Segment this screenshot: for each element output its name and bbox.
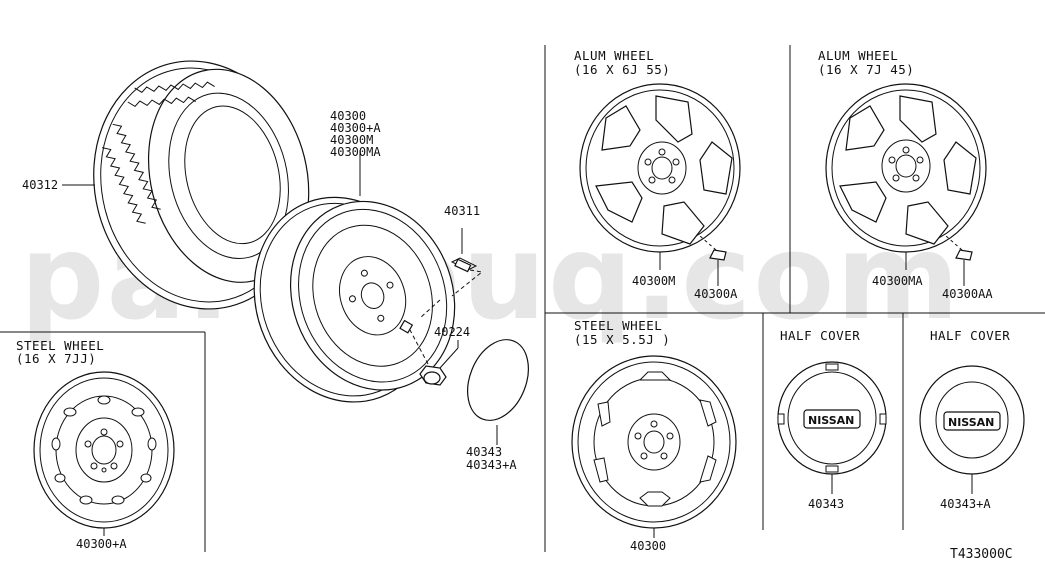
half-cover-illustration: NISSAN <box>777 361 887 475</box>
alum-wheel-7j-illustration <box>825 83 987 253</box>
panel-part-number: 40343+A <box>940 497 991 511</box>
panel-dividers <box>0 45 1045 552</box>
panel-part-number: 40300MA <box>872 274 923 288</box>
panel-title: HALF COVER <box>780 328 860 343</box>
panel-subtitle: (16 X 6J 55) <box>574 62 670 77</box>
cap-part-number: 40343 <box>466 445 502 459</box>
valve-stem-illustration <box>419 228 484 319</box>
cap-part-number: 40343+A <box>466 458 517 472</box>
wheel-assembly-illustration <box>253 196 456 403</box>
wheel-part-numbers: 40300 40300+A 40300M 40300MA <box>330 109 381 159</box>
emblem-text: NISSAN <box>808 414 854 427</box>
wheel-part-number: 40300M <box>330 133 373 147</box>
nut-part-number: 40224 <box>434 325 470 339</box>
panel-subtitle: (16 X 7JJ) <box>16 351 96 366</box>
panel-title: ALUM WHEEL <box>574 48 654 63</box>
valve-part-number: 40300A <box>694 287 738 301</box>
panel-title: STEEL WHEEL <box>574 318 662 333</box>
half-cover-illustration: NISSAN <box>919 365 1025 475</box>
center-cap-illustration <box>467 339 529 445</box>
wheel-nut-illustration <box>399 319 459 386</box>
valve-part-number: 40300AA <box>942 287 993 301</box>
panel-part-number: 40343 <box>808 497 844 511</box>
wheel-part-number: 40300MA <box>330 145 381 159</box>
panel-title: STEEL WHEEL <box>16 338 104 353</box>
panel-subtitle: (15 X 5.5J ) <box>574 332 670 347</box>
valve-part-number: 40311 <box>444 204 480 218</box>
panel-part-number: 40300+A <box>76 537 127 551</box>
valve-icon <box>945 235 973 286</box>
diagram-code: T433000C <box>950 547 1013 562</box>
alum-wheel-6j-illustration <box>579 83 741 253</box>
valve-icon <box>699 235 727 286</box>
panel-title: ALUM WHEEL <box>818 48 898 63</box>
steel-wheel-16-illustration <box>33 371 175 529</box>
emblem-text: NISSAN <box>948 416 994 429</box>
wheel-part-number: 40300 <box>330 109 366 123</box>
wheel-part-number: 40300+A <box>330 121 381 135</box>
panel-part-number: 40300M <box>632 274 675 288</box>
tire-illustration <box>93 60 310 310</box>
panel-part-number: 40300 <box>630 539 666 553</box>
panel-title: HALF COVER <box>930 328 1010 343</box>
steel-wheel-15-illustration <box>571 355 737 529</box>
tire-part-number: 40312 <box>22 178 58 192</box>
panel-subtitle: (16 X 7J 45) <box>818 62 914 77</box>
